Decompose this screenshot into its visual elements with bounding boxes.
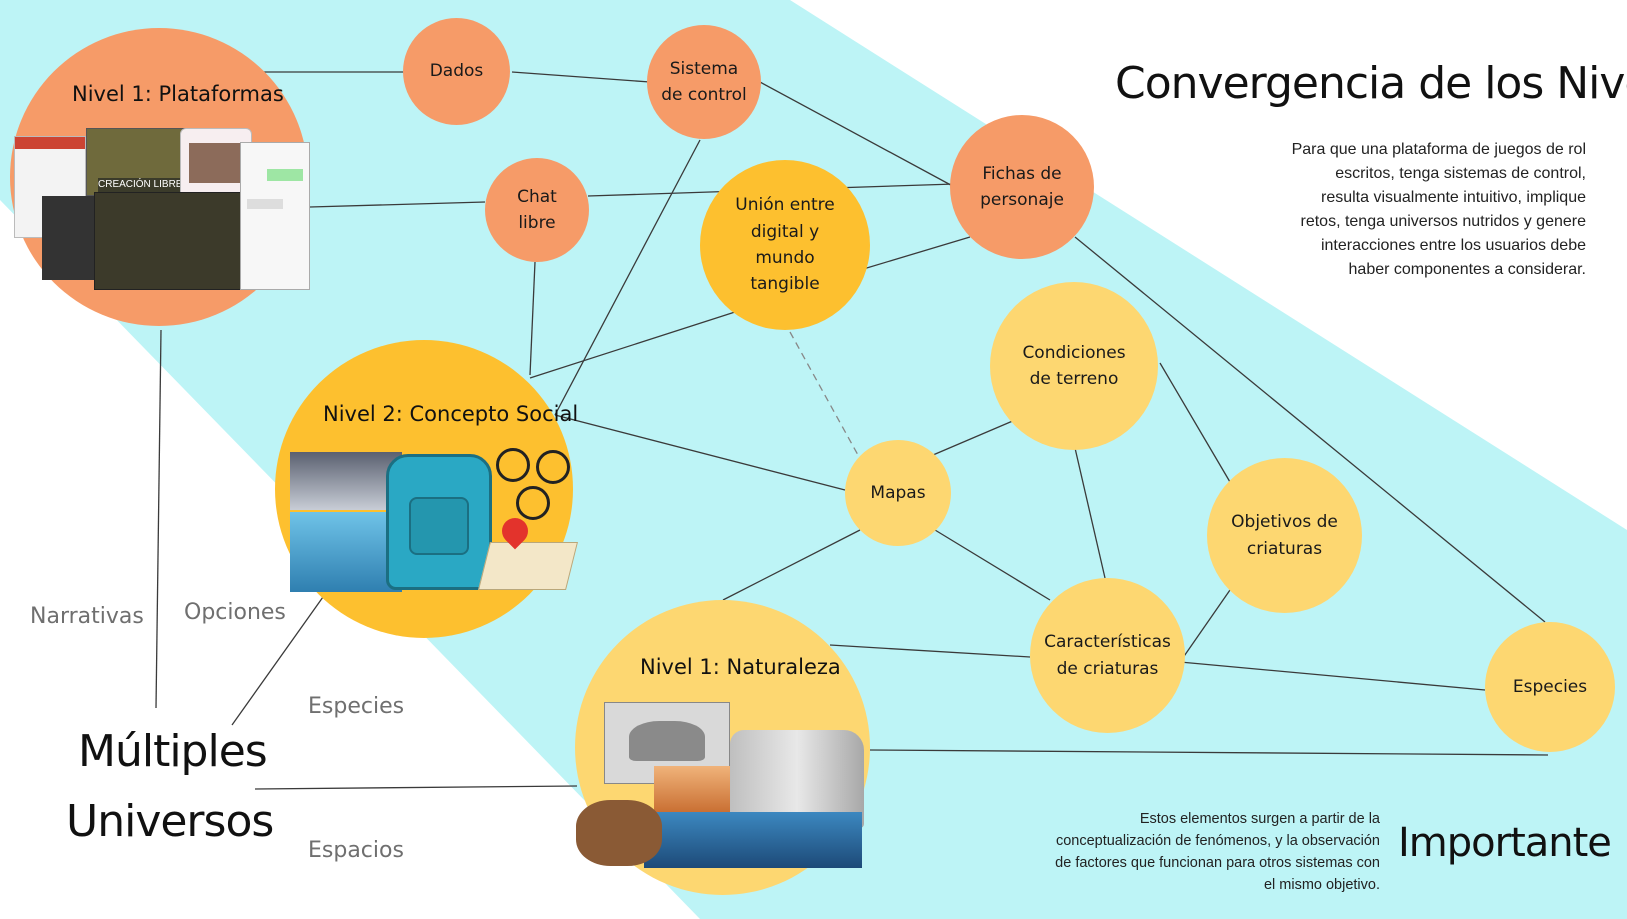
plataformas-screenshot-collage: CREACIÓN LIBRE bbox=[14, 128, 310, 290]
creacion-libre-caption: CREACIÓN LIBRE bbox=[98, 178, 188, 192]
node-especies-label: Especies bbox=[1512, 676, 1588, 697]
line-multiverse-social bbox=[231, 596, 324, 726]
important-heading: Importante bbox=[1398, 820, 1612, 866]
line-caracteristicas-especies bbox=[1179, 661, 1486, 691]
multiverse-line-2: Universos bbox=[66, 796, 274, 847]
label-especies-left: Especies bbox=[308, 694, 405, 719]
line-condiciones-caracteristicas bbox=[1074, 447, 1106, 579]
social-image-collage bbox=[288, 446, 578, 596]
line-social-union bbox=[529, 311, 736, 379]
city-image bbox=[290, 452, 402, 510]
engraving-image bbox=[604, 702, 730, 784]
important-text: Estos elementos surgen a partir de la co… bbox=[1055, 811, 1380, 893]
gecko-image bbox=[576, 800, 662, 866]
line-multiverse-naturaleza bbox=[254, 785, 578, 790]
line-dados-sistema bbox=[511, 71, 651, 83]
screenshot-battle-board bbox=[94, 192, 244, 290]
node-mapas-label: Mapas bbox=[870, 482, 926, 503]
naturaleza-image-collage bbox=[574, 700, 870, 870]
backpack-image bbox=[386, 454, 492, 590]
line-mapas-condiciones bbox=[932, 419, 1016, 456]
line-fichas-especies bbox=[1074, 236, 1546, 623]
node-mapas: Mapas bbox=[845, 440, 951, 546]
line-union-fichas bbox=[859, 236, 971, 271]
line-plataformas-chat bbox=[309, 201, 486, 208]
map-paper-image bbox=[478, 542, 578, 590]
level-naturaleza-label: Nivel 1: Naturaleza bbox=[640, 655, 841, 679]
line-condiciones-objetivos bbox=[1159, 362, 1231, 483]
line-objetivos-caracteristicas bbox=[1179, 589, 1231, 663]
travel-image bbox=[290, 512, 402, 592]
line-plataformas-multiverse bbox=[155, 329, 162, 709]
node-dados: Dados bbox=[403, 18, 510, 125]
multiverse-line-1: Múltiples bbox=[78, 726, 268, 777]
line-sistema-social bbox=[554, 139, 701, 416]
line-social-mapas bbox=[554, 414, 846, 491]
line-mapas-naturaleza bbox=[722, 529, 861, 601]
node-dados-label: Dados bbox=[429, 61, 484, 82]
ocean-image bbox=[644, 812, 862, 868]
description-text: Para que una plataforma de juegos de rol… bbox=[1291, 141, 1586, 278]
line-naturaleza-especies bbox=[869, 749, 1549, 756]
line-sistema-fichas bbox=[759, 81, 961, 191]
line-naturaleza-caracteristicas bbox=[829, 644, 1031, 658]
screenshot-chat-app bbox=[240, 142, 310, 290]
label-espacios: Espacios bbox=[308, 838, 404, 863]
level-social-label: Nivel 2: Concepto Social bbox=[323, 402, 579, 426]
page-title: Convergencia de los Niveles bbox=[1115, 58, 1627, 109]
rock-formation-image bbox=[730, 730, 864, 828]
level-plataformas-label: Nivel 1: Plataformas bbox=[72, 82, 284, 106]
line-mapas-caracteristicas bbox=[934, 529, 1051, 601]
line-chat-social bbox=[529, 261, 536, 376]
label-opciones: Opciones bbox=[184, 600, 286, 625]
social-network-icons bbox=[488, 446, 572, 530]
label-narrativas: Narrativas bbox=[30, 604, 144, 629]
node-especies: Especies bbox=[1485, 622, 1615, 752]
